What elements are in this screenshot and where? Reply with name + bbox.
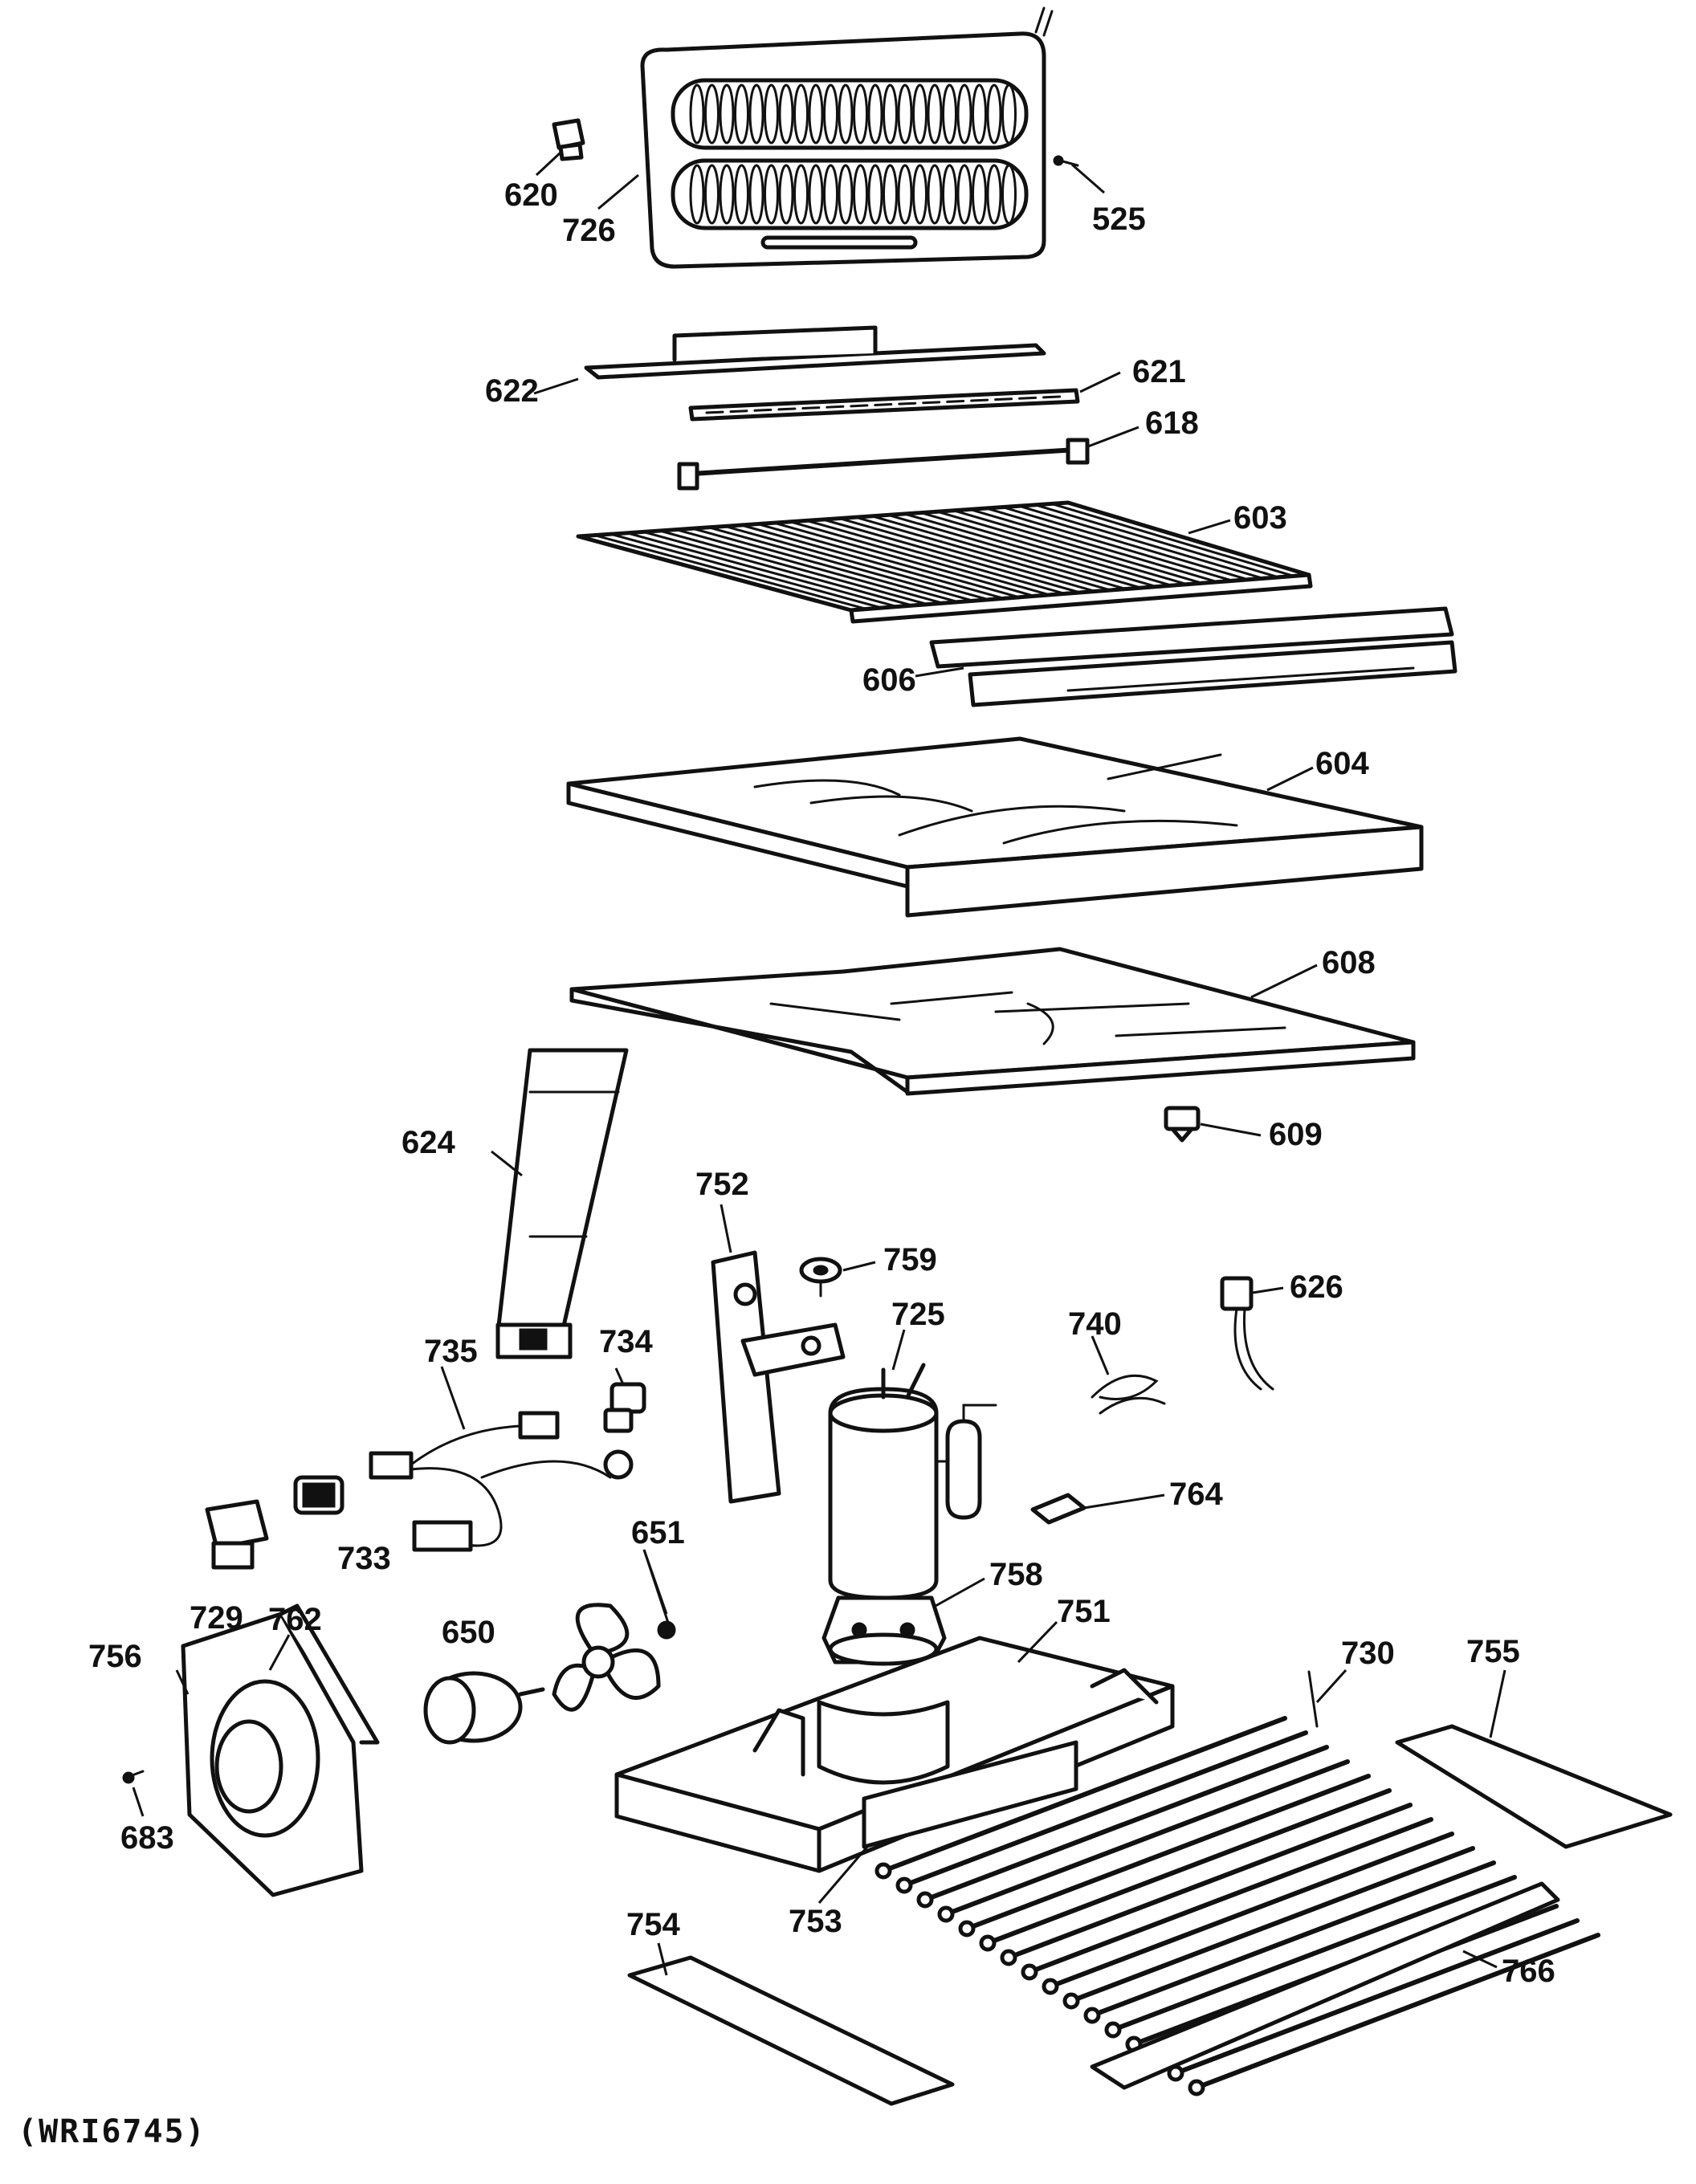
part-740-clip <box>1091 1374 1166 1415</box>
part-726-evaporator <box>640 6 1054 269</box>
part-525-screw <box>1053 155 1079 167</box>
part-756-shroud <box>181 1603 380 1897</box>
callout-735: 735 <box>424 1334 478 1369</box>
part-618-heater <box>677 438 1090 491</box>
part-766-panel <box>1090 1881 1560 2090</box>
callout-650: 650 <box>442 1615 495 1650</box>
part-734-relay <box>603 1382 646 1433</box>
part-622-cover <box>584 325 1046 380</box>
part-755-panel <box>1395 1724 1673 1849</box>
part-604-panel <box>566 736 1424 918</box>
callout-606: 606 <box>862 662 916 698</box>
callout-618: 618 <box>1145 405 1199 441</box>
callout-752: 752 <box>695 1167 749 1202</box>
callout-729: 729 <box>190 1600 243 1636</box>
callout-754: 754 <box>626 1907 680 1942</box>
callout-766: 766 <box>1502 1954 1555 1989</box>
callout-labels: 620 726 525 622 621 618 603 606 604 608 … <box>88 177 1555 1989</box>
callout-740: 740 <box>1068 1306 1122 1342</box>
part-651-fan-blade <box>552 1603 676 1712</box>
part-603-shelf <box>576 500 1313 624</box>
part-759-grommet <box>799 1257 842 1298</box>
callout-624: 624 <box>402 1125 455 1160</box>
callout-751: 751 <box>1057 1594 1111 1629</box>
part-624-duct <box>495 1048 629 1359</box>
callout-608: 608 <box>1322 945 1376 980</box>
callout-604: 604 <box>1315 746 1369 781</box>
callout-755: 755 <box>1466 1634 1520 1669</box>
part-609-fastener <box>1164 1106 1201 1143</box>
part-650-fan-motor <box>423 1671 545 1745</box>
callout-525: 525 <box>1092 202 1146 237</box>
part-621-rail <box>688 388 1080 422</box>
callout-730: 730 <box>1341 1636 1395 1671</box>
part-754-panel <box>627 1955 955 2106</box>
part-725-compressor <box>828 1363 997 1600</box>
part-752-bracket <box>711 1250 846 1504</box>
callout-620: 620 <box>504 177 558 213</box>
part-626-connector <box>1220 1276 1274 1391</box>
callout-622: 622 <box>485 373 539 409</box>
part-683-screw <box>122 1770 145 1784</box>
callout-762: 762 <box>268 1602 322 1637</box>
callout-756: 756 <box>88 1639 142 1674</box>
part-608-tray <box>569 947 1416 1096</box>
callout-753: 753 <box>789 1904 842 1939</box>
part-729-overload <box>205 1499 269 1570</box>
callout-726: 726 <box>562 213 616 248</box>
part-758-mount <box>822 1595 947 1666</box>
callout-683: 683 <box>120 1820 174 1856</box>
callout-734: 734 <box>599 1324 653 1359</box>
callout-733: 733 <box>337 1541 391 1576</box>
callout-626: 626 <box>1290 1269 1343 1305</box>
callout-758: 758 <box>989 1557 1043 1592</box>
callout-764: 764 <box>1169 1477 1223 1512</box>
callout-759: 759 <box>883 1242 937 1277</box>
diagram-code: (WRI6745) <box>18 2113 206 2150</box>
callout-609: 609 <box>1269 1117 1323 1152</box>
part-606-baffle <box>929 606 1458 707</box>
part-620-clip <box>552 118 585 161</box>
callout-725: 725 <box>891 1297 945 1332</box>
part-733-capacitor <box>293 1475 344 1515</box>
callout-621: 621 <box>1132 354 1186 389</box>
callout-651: 651 <box>631 1515 685 1550</box>
part-764-strap <box>1030 1493 1086 1525</box>
leader-lines <box>132 151 1506 1976</box>
part-753-strip <box>862 1740 1078 1849</box>
part-735-harness <box>369 1411 634 1552</box>
callout-603: 603 <box>1233 500 1287 536</box>
